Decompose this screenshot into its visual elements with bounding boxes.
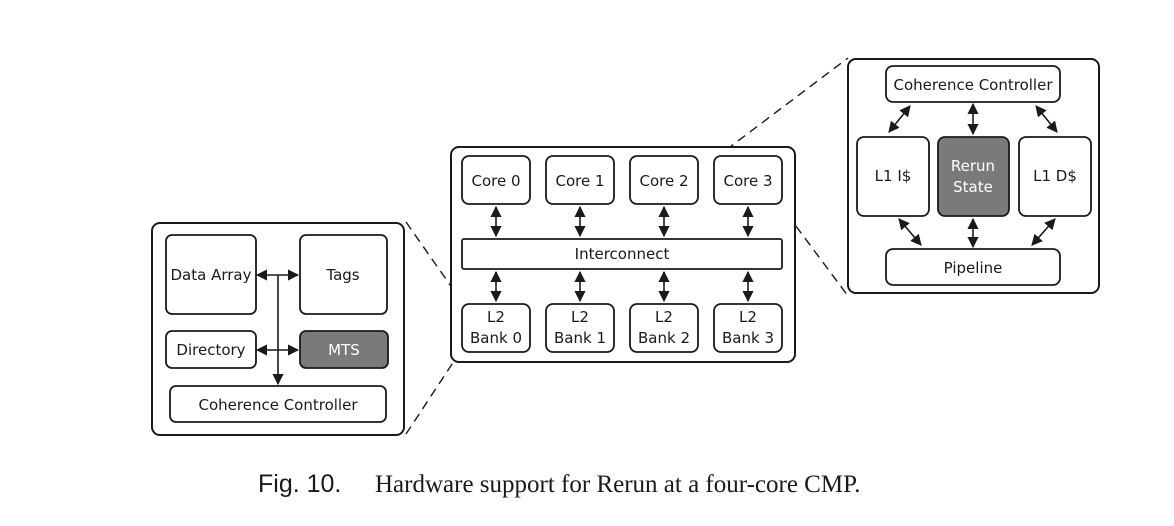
- caption-label: Fig. 10.: [258, 470, 341, 498]
- mts-box: [299, 330, 389, 369]
- tags-box: [299, 234, 388, 315]
- l1i-box: [856, 136, 930, 217]
- l2-bank-1-box: [545, 303, 615, 353]
- cmp-overview: Core 0 Core 1 Core 2 Core 3 Interconnect…: [450, 146, 796, 363]
- l2-coherence-controller-label: Coherence Controller: [199, 396, 359, 414]
- l2-bank-2-line1: L2: [655, 308, 673, 326]
- l2-bank-0-box: [461, 303, 531, 353]
- l1d-box: [1018, 136, 1092, 217]
- interconnect-label: Interconnect: [575, 245, 670, 263]
- l2-bank-detail: Data Array Tags Directory MTS Coherence …: [151, 222, 405, 436]
- coherence-l1d-arrow: [1035, 105, 1058, 133]
- rerun-state-line1: Rerun: [951, 157, 995, 175]
- mts-label: MTS: [328, 341, 360, 359]
- l2-bank-2-box: [629, 303, 699, 353]
- core-0-box: [461, 155, 531, 205]
- core-coherence-controller-label: Coherence Controller: [894, 76, 1054, 94]
- l2-bank-0-line1: L2: [487, 308, 505, 326]
- core-0-label: Core 0: [471, 172, 520, 190]
- core-2-label: Core 2: [639, 172, 688, 190]
- l2-bank-0-line2: Bank 0: [470, 329, 522, 347]
- directory-label: Directory: [176, 341, 245, 359]
- tags-label: Tags: [325, 266, 359, 284]
- core-3-label: Core 3: [723, 172, 772, 190]
- core-1-box: [545, 155, 615, 205]
- core-3-box: [713, 155, 783, 205]
- core-2-box: [629, 155, 699, 205]
- l2-bank-1-line1: L2: [571, 308, 589, 326]
- l2-coherence-controller-box: [169, 385, 387, 423]
- l1d-label: L1 D$: [1033, 167, 1077, 185]
- l2-bank-3-line1: L2: [739, 308, 757, 326]
- zoom-line-l2-bottom: [405, 351, 461, 435]
- pipeline-label: Pipeline: [944, 259, 1003, 277]
- core-coherence-controller-box: [885, 65, 1061, 103]
- pipeline-box: [885, 248, 1061, 286]
- l1d-pipeline-arrow: [1031, 218, 1056, 246]
- core-detail: Coherence Controller L1 I$ Rerun State L…: [847, 58, 1100, 294]
- caption-text: Hardware support for Rerun at a four-cor…: [375, 471, 860, 498]
- core-1-label: Core 1: [555, 172, 604, 190]
- rerun-state-line2: State: [953, 178, 993, 196]
- l2-bank-2-line2: Bank 2: [638, 329, 690, 347]
- coherence-l1i-arrow: [888, 105, 911, 133]
- l2-bank-3-box: [713, 303, 783, 353]
- l2-bank-1-line2: Bank 1: [554, 329, 606, 347]
- l1i-label: L1 I$: [875, 167, 912, 185]
- data-array-label: Data Array: [171, 266, 252, 284]
- interconnect-box: [461, 238, 783, 270]
- l2-bank-3-line2: Bank 3: [722, 329, 774, 347]
- rerun-state-box: [937, 136, 1010, 217]
- zoom-line-core-top: [713, 57, 849, 160]
- l1i-pipeline-arrow: [898, 218, 922, 246]
